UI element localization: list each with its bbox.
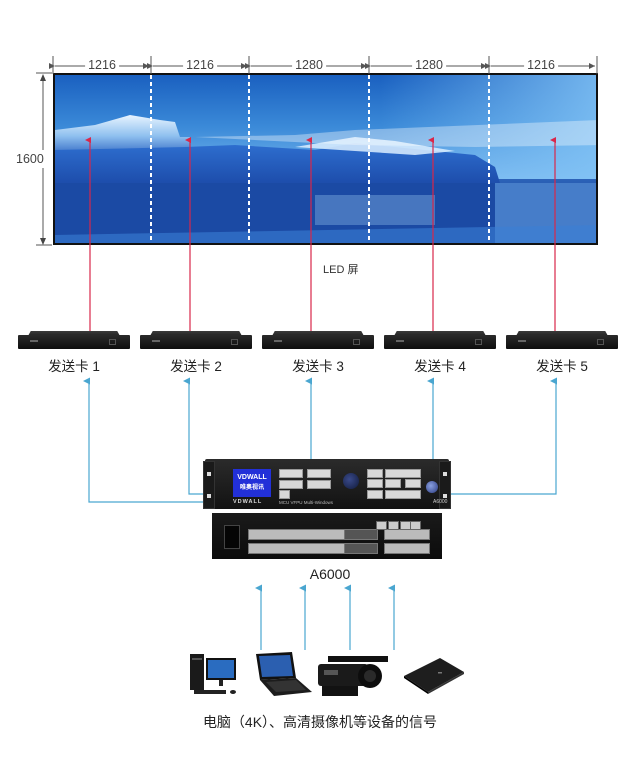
width-label-3: 1280 <box>292 58 326 72</box>
sending-card-label-3: 发送卡 3 <box>292 359 344 374</box>
front-button <box>367 479 383 488</box>
sending-card-label-1: 发送卡 1 <box>48 359 100 374</box>
sending-card-2 <box>140 331 252 351</box>
network-port <box>376 521 387 530</box>
sending-card-label-5: 发送卡 5 <box>536 359 588 374</box>
sending-card-5 <box>506 331 618 351</box>
output-card-slot <box>384 543 430 554</box>
width-label-4: 1280 <box>412 58 446 72</box>
jog-knob <box>343 473 359 489</box>
front-description: MCU VFPU Multi-Windows <box>279 500 334 505</box>
width-label-5: 1216 <box>524 58 558 72</box>
panel-split-lines <box>150 75 490 243</box>
iceberg-image <box>55 115 596 243</box>
rack-ear-right <box>439 461 451 509</box>
card-to-screen-arrows <box>85 137 556 332</box>
lcd-display: VDWALL 唯奥视讯 <box>233 469 271 497</box>
front-button <box>279 469 303 478</box>
front-brand: VDWALL <box>233 499 263 505</box>
processor-model-label: A6000 <box>309 566 351 582</box>
laptop-icon <box>256 652 312 696</box>
width-label-2: 1216 <box>183 58 217 72</box>
front-button <box>367 469 383 478</box>
front-button <box>307 469 331 478</box>
front-button <box>385 469 421 478</box>
width-label-1: 1216 <box>85 58 119 72</box>
power-socket <box>224 525 240 549</box>
blank-slot <box>344 543 378 554</box>
led-screen <box>53 73 598 245</box>
processor-front-panel: VDWALL 唯奥视讯 VDWALL A6000 MCU VFPU Multi-… <box>203 459 451 509</box>
sending-card-4 <box>384 331 496 351</box>
front-button <box>385 490 421 499</box>
front-button <box>279 490 290 499</box>
lcd-brand: VDWALL <box>237 474 267 481</box>
front-model-tag: A6000 <box>433 499 448 505</box>
sending-card-label-2: 发送卡 2 <box>170 359 222 374</box>
height-label: 1600 <box>16 150 44 168</box>
usb-port <box>388 521 399 530</box>
sending-card-3 <box>262 331 374 351</box>
sending-card-1 <box>18 331 130 351</box>
front-button <box>307 480 331 489</box>
processor-rear-panel <box>212 513 442 559</box>
source-caption: 电脑（4K）、高清摄像机等设备的信号 <box>202 714 438 730</box>
network-port <box>410 521 421 530</box>
front-button <box>279 480 303 489</box>
front-button <box>367 490 383 499</box>
lcd-subtitle: 唯奥视讯 <box>239 485 264 491</box>
camcorder-icon <box>318 656 388 696</box>
source-to-processor-arrows <box>255 584 395 650</box>
blank-slot <box>344 529 378 540</box>
front-button <box>385 479 401 488</box>
front-button <box>405 479 421 488</box>
select-knob <box>426 481 438 493</box>
desktop-pc-icon <box>190 654 236 694</box>
led-screen-caption: LED 屏 <box>323 264 359 276</box>
rack-ear-left <box>203 461 215 509</box>
output-card-slot <box>384 529 430 540</box>
sending-card-label-4: 发送卡 4 <box>414 359 466 374</box>
media-box-icon <box>404 658 464 694</box>
